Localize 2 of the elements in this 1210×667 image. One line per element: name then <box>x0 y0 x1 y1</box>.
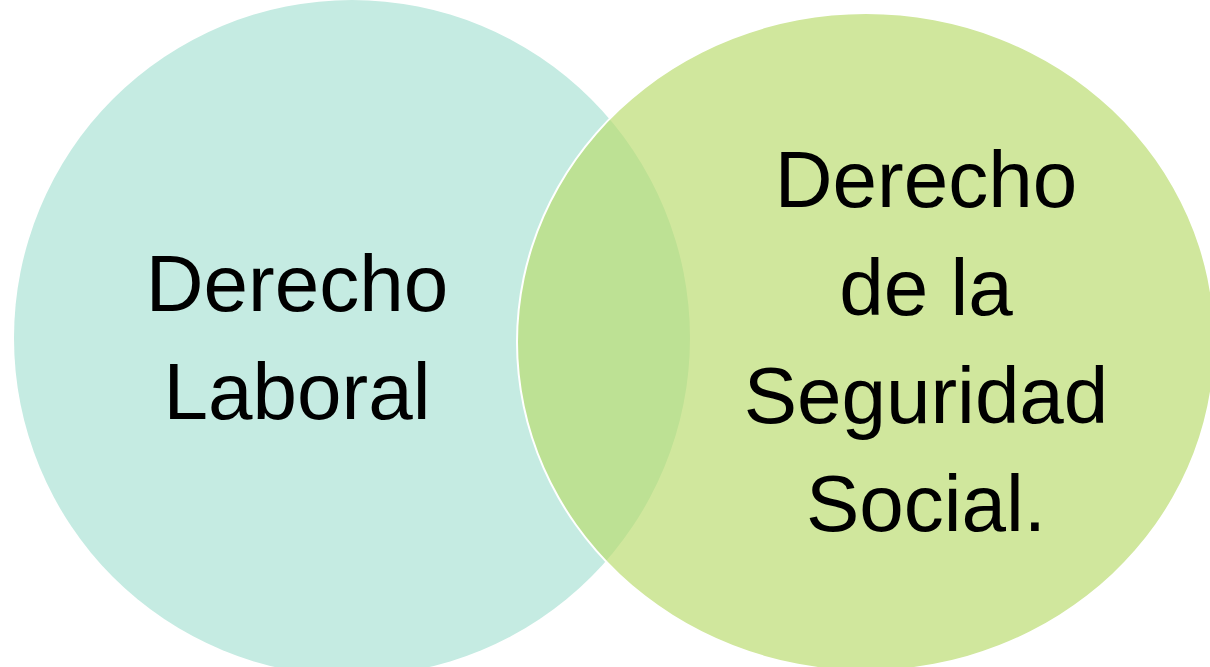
circle-label: Derecho Laboral <box>144 238 450 438</box>
circle-label: Derecho de la Seguridad Social. <box>742 134 1110 550</box>
